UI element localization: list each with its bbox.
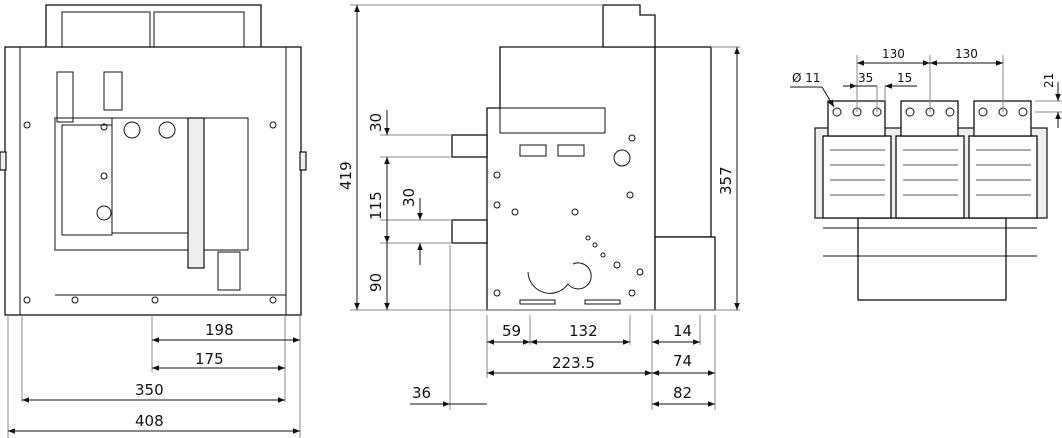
dim-130-right: 130 bbox=[955, 47, 978, 61]
dim-419: 419 bbox=[337, 161, 355, 190]
dim-15: 15 bbox=[897, 71, 912, 85]
dim-132: 132 bbox=[569, 322, 598, 340]
dim-30-top: 30 bbox=[367, 113, 385, 132]
dim-115: 115 bbox=[367, 191, 385, 220]
top-dimensions: 130 130 Ø 11 35 15 21 bbox=[790, 47, 1062, 128]
dim-350: 350 bbox=[135, 381, 164, 399]
dim-130-left: 130 bbox=[882, 47, 905, 61]
dim-21: 21 bbox=[1042, 73, 1056, 88]
dim-198: 198 bbox=[205, 321, 234, 339]
dim-408: 408 bbox=[135, 412, 164, 430]
dim-82: 82 bbox=[673, 384, 692, 402]
top-view bbox=[814, 100, 1048, 301]
dim-357: 357 bbox=[717, 166, 735, 195]
dim-diameter-11: Ø 11 bbox=[792, 71, 821, 85]
side-dimensions: 419 30 115 30 90 357 59 132 14 223.5 74 … bbox=[337, 4, 740, 410]
side-view bbox=[451, 4, 716, 311]
dim-14: 14 bbox=[673, 322, 692, 340]
dim-223-5: 223.5 bbox=[552, 354, 595, 372]
dim-175: 175 bbox=[195, 350, 224, 368]
dim-90: 90 bbox=[367, 273, 385, 292]
dim-59: 59 bbox=[502, 322, 521, 340]
dim-30-mid: 30 bbox=[400, 188, 418, 207]
dim-36: 36 bbox=[412, 384, 431, 402]
dim-35: 35 bbox=[858, 71, 873, 85]
dim-74: 74 bbox=[673, 352, 692, 370]
front-dimensions: 198 175 350 408 bbox=[7, 315, 301, 438]
front-view bbox=[0, 4, 307, 316]
